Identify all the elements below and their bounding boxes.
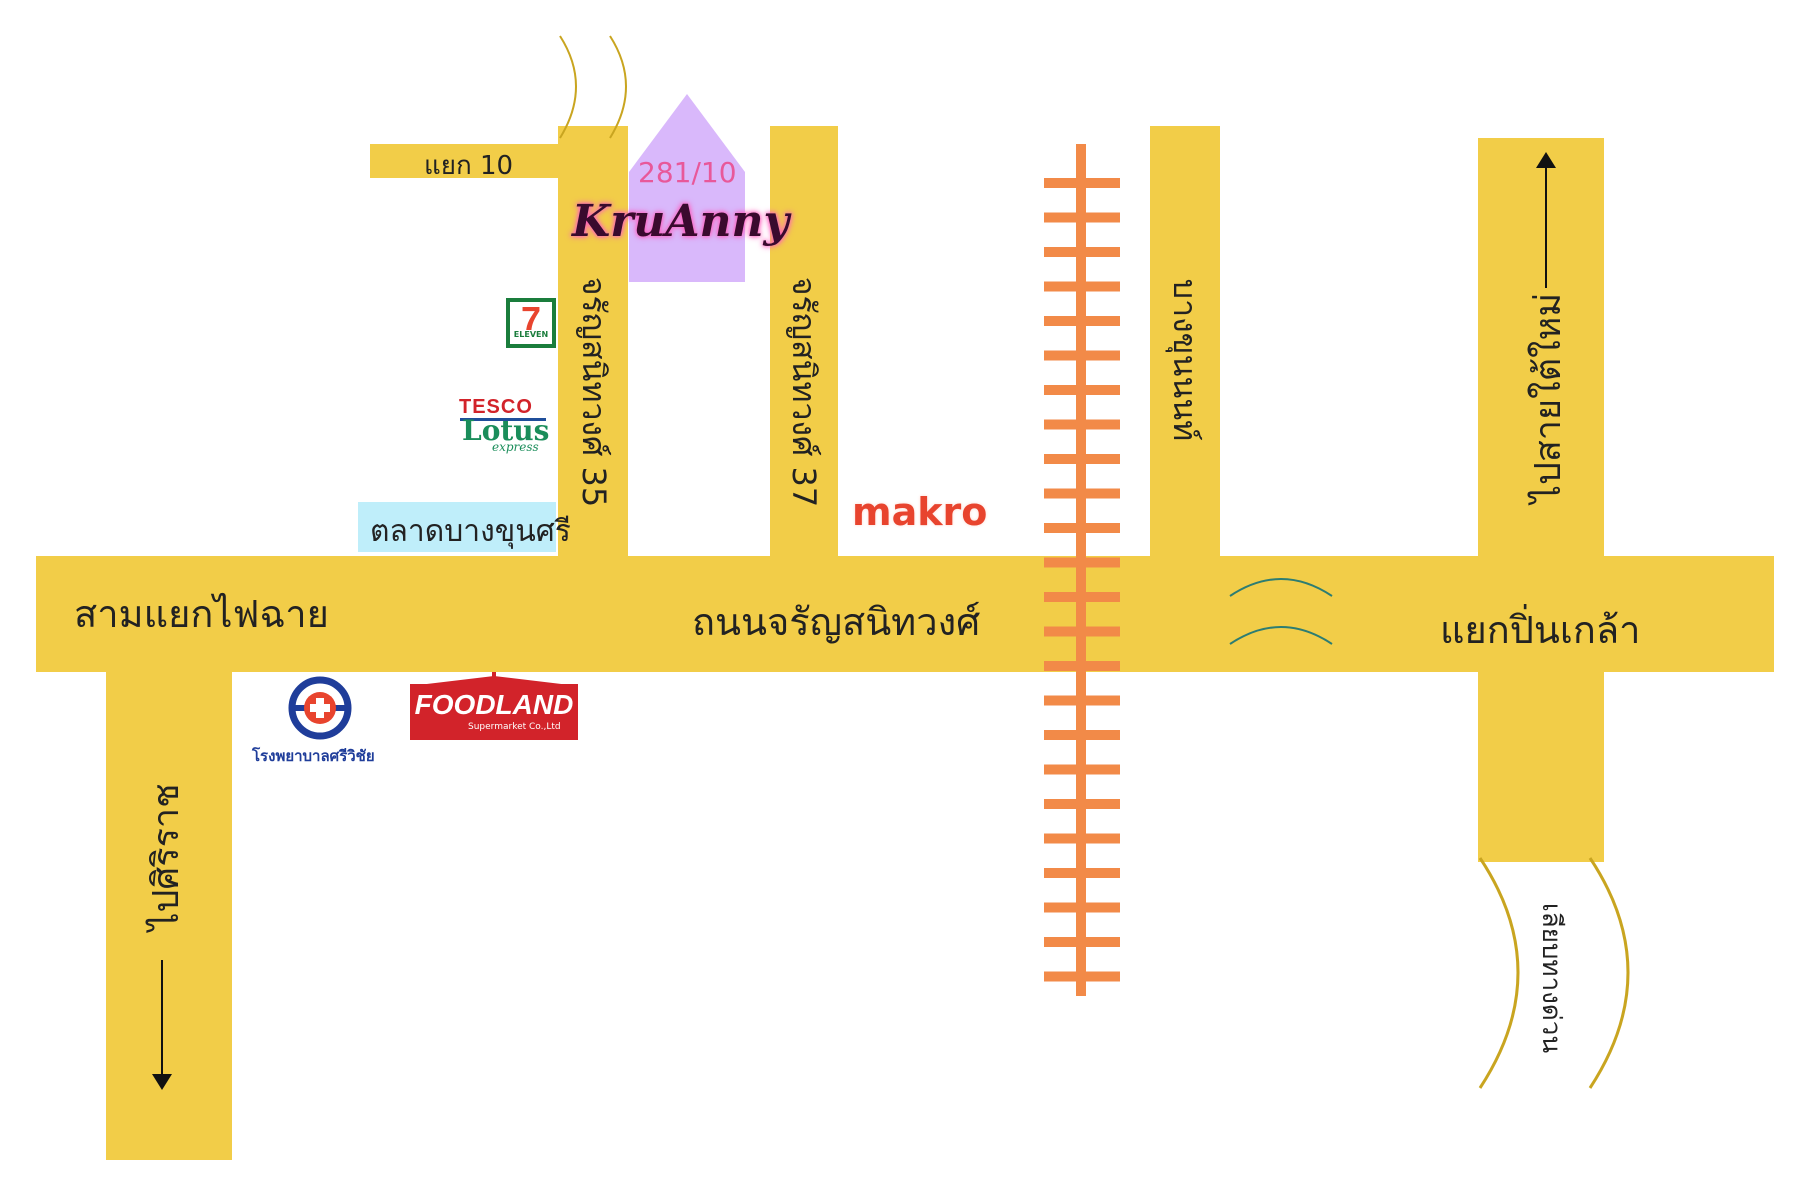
railway-tie [1044, 488, 1120, 499]
express-logo: express [492, 440, 539, 454]
main-road [36, 556, 1774, 672]
road-soi-35 [558, 126, 628, 556]
junction-left-label: สามแยกไฟฉาย [74, 592, 329, 636]
road-pinklao-lower [1478, 672, 1604, 862]
hospital-label: โรงพยาบาลศรีวิชัย [252, 747, 375, 765]
house-marker [629, 94, 745, 282]
railway-tie [1044, 868, 1120, 878]
railway-tie [1044, 661, 1120, 671]
market-box [358, 502, 556, 552]
railway-tie [1044, 350, 1120, 361]
foodland-logo: FOODLAND Supermarket Co.,Ltd [410, 684, 578, 740]
foodland-brand: FOODLAND [414, 689, 574, 720]
arrow-down-icon [152, 960, 172, 1090]
railway-tie [1044, 626, 1120, 637]
railway-tie [1044, 385, 1120, 395]
railway-tie [1044, 971, 1120, 982]
railway-tie [1044, 592, 1120, 602]
makro-logo: makro [852, 490, 988, 534]
railway-tie [1044, 281, 1120, 292]
railway-tie [1044, 557, 1120, 568]
railway-tie [1044, 178, 1120, 188]
seven-eleven-logo: 7 ELEVEN [506, 298, 556, 348]
road-soi-10 [370, 144, 558, 178]
tesco-logo: TESCO [459, 396, 533, 418]
soi-35-label: จรัญสนิทวงศ์ 35 [575, 276, 613, 508]
railway-tie [1044, 937, 1120, 947]
school-name: KruAnny [572, 196, 790, 247]
road-to-south-bus [1478, 138, 1604, 556]
to-siriraj-label: ไปศิริราช [146, 783, 187, 931]
railway-tie [1044, 419, 1120, 430]
expressway-arcs [1478, 857, 1630, 1089]
main-road-label: ถนนจรัญสนิทวงศ์ [692, 600, 981, 644]
railway-tie [1044, 764, 1120, 775]
hospital-logo-icon [288, 676, 352, 740]
road-soi-37 [770, 126, 838, 556]
bridge-arcs [1229, 578, 1333, 645]
expressway-label: เลียบทางด่วน [1536, 902, 1566, 1054]
tesco-underline [460, 418, 546, 421]
railway-tie [1044, 695, 1120, 706]
foodland-roof [410, 672, 578, 686]
to-south-bus-label: ไปสายใต้ใหม่ [1528, 292, 1569, 504]
foodland-sub: Supermarket Co.,Ltd [468, 722, 561, 732]
railway-tie [1044, 730, 1120, 740]
railway [1044, 144, 1120, 996]
seven-digit: 7 [520, 299, 542, 340]
arrow-up-icon [1536, 152, 1556, 288]
canal-arcs-top [559, 35, 627, 139]
railway-tie [1044, 523, 1120, 533]
seven-word: ELEVEN [510, 330, 552, 339]
railway-tie [1044, 212, 1120, 223]
address-label: 281/10 [638, 156, 737, 189]
railway-tie [1044, 454, 1120, 464]
soi-37-label: จรัญสนิทวงศ์ 37 [785, 276, 823, 508]
soi-10-label: แยก 10 [424, 151, 514, 181]
railway-tie [1044, 799, 1120, 809]
railway-tie [1044, 833, 1120, 844]
railway-tie [1044, 902, 1120, 913]
road-bang-khun-non [1150, 126, 1220, 556]
lotus-logo: Lotus [462, 414, 550, 447]
bang-khun-non-label: บางขุนนนท์ [1166, 278, 1204, 442]
market-label: ตลาดบางขุนศรี [370, 514, 571, 549]
railway-tie [1044, 316, 1120, 326]
railway-tie [1044, 247, 1120, 257]
junction-right-label: แยกปิ่นเกล้า [1440, 608, 1641, 652]
